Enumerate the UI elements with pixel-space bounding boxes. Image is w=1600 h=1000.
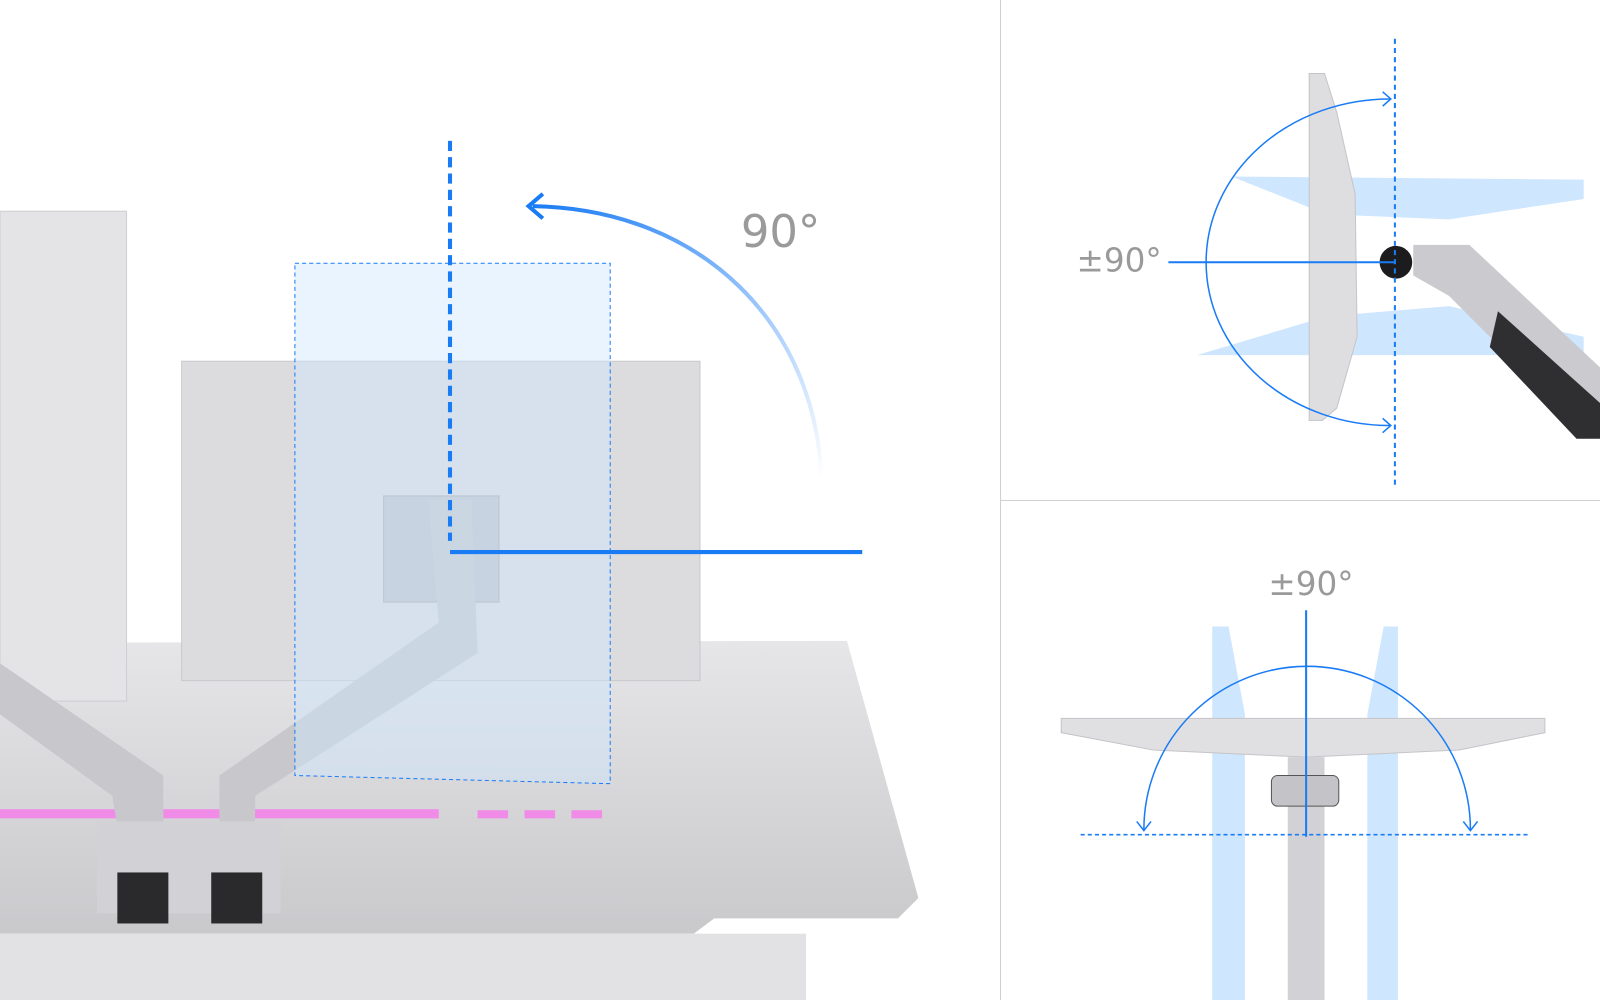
side-monitor	[1308, 72, 1358, 421]
swivel-angle-label: ±90°	[1268, 565, 1353, 603]
monitor-arm	[219, 500, 478, 827]
tilt-panel: ±90°	[1077, 38, 1600, 488]
swivel-arc-icon	[1143, 665, 1472, 830]
tilt-angle-label: ±90°	[1077, 241, 1162, 279]
swivel-range-shape	[1212, 626, 1398, 1000]
desk-frame	[0, 933, 807, 1000]
monitor-arm-left	[0, 663, 164, 827]
clamp-right	[211, 872, 263, 924]
main-rotation-panel: 90°	[0, 140, 919, 1000]
rotation-angle-label: 90°	[741, 205, 821, 258]
swivel-panel: ±90°	[1060, 565, 1546, 1000]
clamp-left	[117, 872, 169, 924]
tilt-arc-icon	[1205, 98, 1390, 427]
rotation-arrow-icon	[532, 204, 824, 480]
top-monitor	[1060, 717, 1546, 758]
rotated-monitor-outline	[294, 262, 611, 785]
left-monitor	[0, 210, 128, 702]
